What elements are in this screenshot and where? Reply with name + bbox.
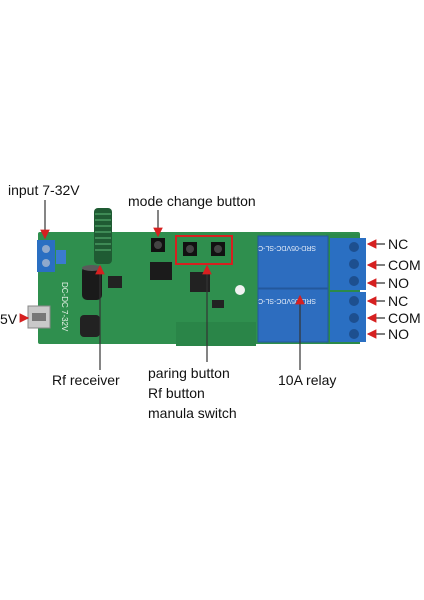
relay-2-model: SRD-05VDC-SL-C: [258, 297, 316, 304]
terminal-label-no-1: NO: [388, 275, 409, 291]
usb-port: [27, 305, 51, 329]
chip-mcu: [190, 272, 210, 292]
relay-label: 10A relay: [278, 372, 337, 388]
buttons-highlight-box: [175, 235, 233, 265]
input-label: input 7-32V: [8, 182, 80, 198]
paring-button-left: [183, 242, 197, 256]
paring-label-group: paring button Rf button manula switch: [148, 363, 237, 423]
capacitor: [82, 265, 102, 300]
pcb-bottom-tab: [176, 322, 256, 346]
output-terminal-1: [330, 238, 366, 290]
terminal-label-nc-1: NC: [388, 236, 409, 252]
terminal-label-nc-2: NC: [388, 293, 409, 309]
manual-switch-label: manula switch: [148, 405, 237, 421]
input-terminal-block: [37, 240, 55, 272]
paring-button-label: paring button: [148, 365, 230, 381]
chip-small: [212, 300, 224, 308]
relay-2: [257, 288, 329, 343]
rf-button-label: Rf button: [148, 385, 205, 401]
rf-antenna-coil: [94, 208, 112, 264]
silkscreen-text: DC-DC 7-32V: [60, 282, 69, 332]
chip-regulator: [108, 276, 122, 288]
terminal-label-com-1: COM: [388, 257, 421, 273]
terminal-label-com-2: COM: [388, 310, 421, 326]
chip-main: [150, 262, 172, 280]
rf-receiver-label: Rf receiver: [52, 372, 120, 388]
mode-change-label: mode change button: [128, 193, 256, 209]
output-terminal-2: [330, 292, 366, 342]
paring-button-right: [211, 242, 225, 256]
terminal-label-no-2: NO: [388, 326, 409, 342]
inductor: [80, 315, 100, 337]
blue-trimmer: [56, 250, 66, 264]
status-led: [235, 285, 245, 295]
relay-1: [257, 235, 329, 289]
relay-1-model: SRD-05VDC-SL-C: [258, 244, 316, 251]
mode-change-button: [151, 238, 165, 252]
power-5v-label: 5V: [0, 311, 18, 327]
